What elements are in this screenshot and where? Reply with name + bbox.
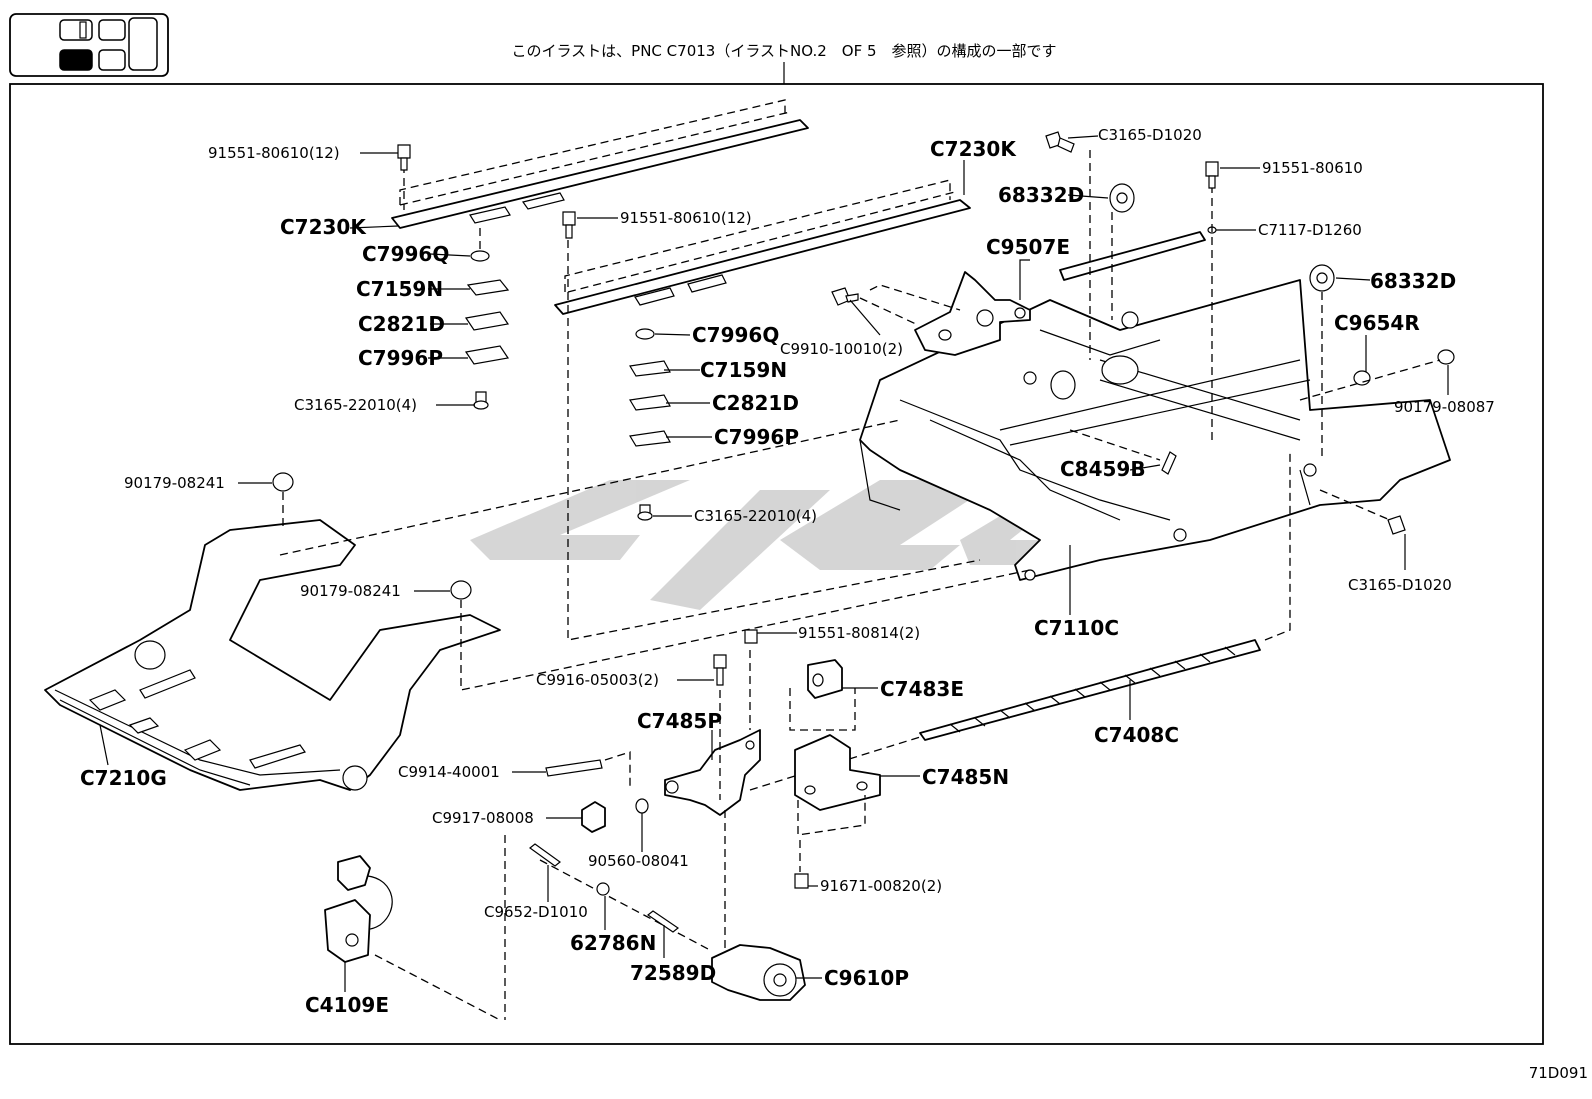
- seat-rail-right[interactable]: [554, 179, 971, 315]
- callout-labels: 91551-80610(12) C7230K 91551-80610(12) C…: [80, 126, 1495, 1017]
- stud-pin[interactable]: [1069, 429, 1177, 475]
- lead-screw[interactable]: [749, 450, 1291, 791]
- label-c2821d-a[interactable]: C2821D: [358, 312, 445, 336]
- label-91551-80610[interactable]: 91551-80610: [1262, 159, 1363, 177]
- bushing-upper[interactable]: [1109, 183, 1135, 320]
- leader-lines: [99, 135, 1449, 992]
- label-c3165-22010-4-b[interactable]: C3165-22010(4): [694, 507, 817, 525]
- label-c9652-d1010[interactable]: C9652-D1010: [484, 903, 588, 921]
- label-c7485n[interactable]: C7485N: [922, 765, 1009, 789]
- label-90179-08241-b[interactable]: 90179-08241: [300, 582, 401, 600]
- left-shim-stack[interactable]: [397, 144, 510, 410]
- highlighted-seat-icon: [59, 49, 93, 71]
- seat-frame-assembly[interactable]: [859, 279, 1451, 581]
- lower-frame[interactable]: [44, 419, 1031, 791]
- label-c7117-d1260[interactable]: C7117-D1260: [1258, 221, 1362, 239]
- hinge-bracket[interactable]: [914, 271, 1031, 356]
- label-c2821d-b[interactable]: C2821D: [712, 391, 799, 415]
- header-note: このイラストは、PNC C7013（イラストNO.2 OF 5 参照）の構成の一…: [511, 42, 1056, 60]
- label-91551-80610-12-a[interactable]: 91551-80610(12): [208, 144, 340, 162]
- label-c9507e[interactable]: C9507E: [986, 235, 1070, 259]
- label-c7230k-right[interactable]: C7230K: [930, 137, 1017, 161]
- label-c9654r[interactable]: C9654R: [1334, 311, 1420, 335]
- illustration-code: 71D091: [1529, 1064, 1588, 1082]
- right-bolt[interactable]: [1319, 489, 1406, 535]
- label-68332d-a[interactable]: 68332D: [998, 183, 1084, 207]
- label-c3165-22010-4-a[interactable]: C3165-22010(4): [294, 396, 417, 414]
- label-c7996q-a[interactable]: C7996Q: [362, 242, 449, 266]
- right-nut-set[interactable]: [1299, 349, 1455, 401]
- label-c7996q-b[interactable]: C7996Q: [692, 323, 779, 347]
- label-c7159n-b[interactable]: C7159N: [700, 358, 787, 382]
- label-68332d-b[interactable]: 68332D: [1370, 269, 1456, 293]
- nut-bracket[interactable]: [794, 734, 881, 889]
- label-c4109e[interactable]: C4109E: [305, 993, 389, 1017]
- upper-bolt[interactable]: [1045, 131, 1091, 360]
- label-c3165-d1020-a[interactable]: C3165-D1020: [1098, 126, 1202, 144]
- seat-rail-left[interactable]: [391, 99, 809, 229]
- diagram-frame: [9, 83, 1544, 1045]
- bushing-right[interactable]: [1309, 264, 1335, 460]
- motor-bracket[interactable]: [664, 629, 761, 816]
- label-c3165-d1020-b[interactable]: C3165-D1020: [1348, 576, 1452, 594]
- label-91551-80610-12-b[interactable]: 91551-80610(12): [620, 209, 752, 227]
- watermark-logo: [470, 480, 1150, 610]
- label-90179-08087[interactable]: 90179-08087: [1394, 398, 1495, 416]
- slider-block[interactable]: [789, 659, 856, 731]
- pivot-pin-set[interactable]: [504, 751, 711, 1020]
- label-90560-08041[interactable]: 90560-08041: [588, 852, 689, 870]
- label-c7159n-a[interactable]: C7159N: [356, 277, 443, 301]
- label-91671-00820-2[interactable]: 91671-00820(2): [820, 877, 942, 895]
- label-91551-80814-2[interactable]: 91551-80814(2): [798, 624, 920, 642]
- label-c9916-05003-2[interactable]: C9916-05003(2): [536, 671, 659, 689]
- label-c7230k-left[interactable]: C7230K: [280, 215, 367, 239]
- label-c7483e[interactable]: C7483E: [880, 677, 964, 701]
- label-c7110c[interactable]: C7110C: [1034, 616, 1119, 640]
- label-c7996p-a[interactable]: C7996P: [358, 346, 443, 370]
- label-c9610p[interactable]: C9610P: [824, 966, 909, 990]
- label-c8459b[interactable]: C8459B: [1060, 457, 1146, 481]
- strap-plate[interactable]: [1059, 161, 1219, 440]
- label-c7996p-b[interactable]: C7996P: [714, 425, 799, 449]
- label-62786n[interactable]: 62786N: [570, 931, 656, 955]
- label-90179-08241-a[interactable]: 90179-08241: [124, 474, 225, 492]
- label-c7210g[interactable]: C7210G: [80, 766, 167, 790]
- label-72589d[interactable]: 72589D: [630, 961, 716, 985]
- label-c9917-08008[interactable]: C9917-08008: [432, 809, 534, 827]
- flex-shaft[interactable]: [529, 843, 680, 933]
- label-c9914-40001[interactable]: C9914-40001: [398, 763, 500, 781]
- position-sensor[interactable]: [324, 855, 501, 1021]
- label-c7408c[interactable]: C7408C: [1094, 723, 1179, 747]
- seat-motor[interactable]: [711, 810, 806, 1001]
- right-shim-stack[interactable]: [562, 211, 981, 641]
- label-c9910-10010-2[interactable]: C9910-10010(2): [780, 340, 903, 358]
- vehicle-seat-locator-icon[interactable]: [9, 13, 169, 77]
- label-c7485p[interactable]: C7485P: [637, 709, 722, 733]
